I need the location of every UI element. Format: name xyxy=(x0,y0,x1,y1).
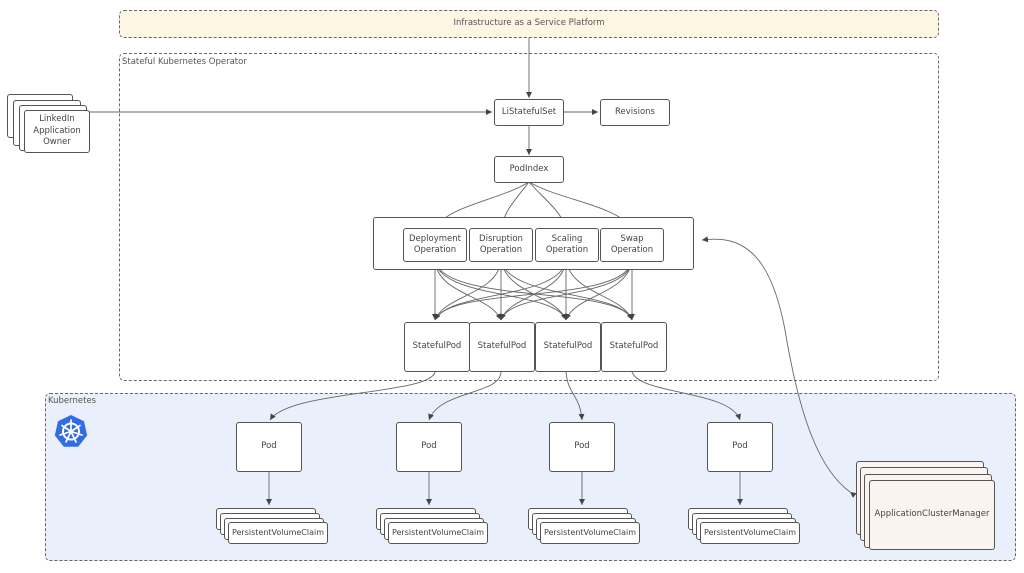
podindex-node[interactable]: PodIndex xyxy=(494,156,564,183)
revisions-node[interactable]: Revisions xyxy=(600,99,670,126)
scaling-operation-line2: Operation xyxy=(545,245,589,255)
pvc-4[interactable]: PersistentVolumeClaim xyxy=(700,522,800,544)
deployment-operation-line2: Operation xyxy=(413,245,457,255)
application-cluster-manager[interactable]: ApplicationClusterManager xyxy=(869,480,995,550)
swap-operation-line1: Swap xyxy=(620,233,644,244)
banner-title: Infrastructure as a Service Platform xyxy=(453,18,605,28)
stateful-pod-1[interactable]: StatefulPod xyxy=(404,322,470,372)
stateful-pod-4[interactable]: StatefulPod xyxy=(601,322,667,372)
owner-line-1: LinkedIn xyxy=(39,114,75,125)
pvc-3[interactable]: PersistentVolumeClaim xyxy=(540,522,640,544)
owner-line-3: Owner xyxy=(43,137,71,148)
linkedin-application-owner[interactable]: LinkedIn Application Owner xyxy=(24,110,90,153)
scaling-operation-line1: Scaling xyxy=(551,233,583,244)
owner-line-2: Application xyxy=(33,125,81,136)
stateful-pod-2[interactable]: StatefulPod xyxy=(469,322,535,372)
pod-2[interactable]: Pod xyxy=(396,422,462,472)
swap-operation-line2: Operation xyxy=(610,245,654,255)
kubernetes-label: Kubernetes xyxy=(48,396,97,406)
stateful-pod-3[interactable]: StatefulPod xyxy=(535,322,601,372)
deployment-operation-line1: Deployment xyxy=(409,233,461,244)
kubernetes-logo-icon xyxy=(54,415,88,447)
operator-label: Stateful Kubernetes Operator xyxy=(122,57,247,67)
listatefulset-node[interactable]: LiStatefulSet xyxy=(494,99,564,126)
pod-3[interactable]: Pod xyxy=(549,422,615,472)
pod-4[interactable]: Pod xyxy=(707,422,773,472)
pod-1[interactable]: Pod xyxy=(236,422,302,472)
disruption-operation-line2: Operation xyxy=(479,245,523,255)
pvc-1[interactable]: PersistentVolumeClaim xyxy=(228,522,328,544)
disruption-operation-line1: Disruption xyxy=(479,233,523,244)
pvc-2[interactable]: PersistentVolumeClaim xyxy=(388,522,488,544)
infrastructure-banner: Infrastructure as a Service Platform xyxy=(119,10,939,38)
